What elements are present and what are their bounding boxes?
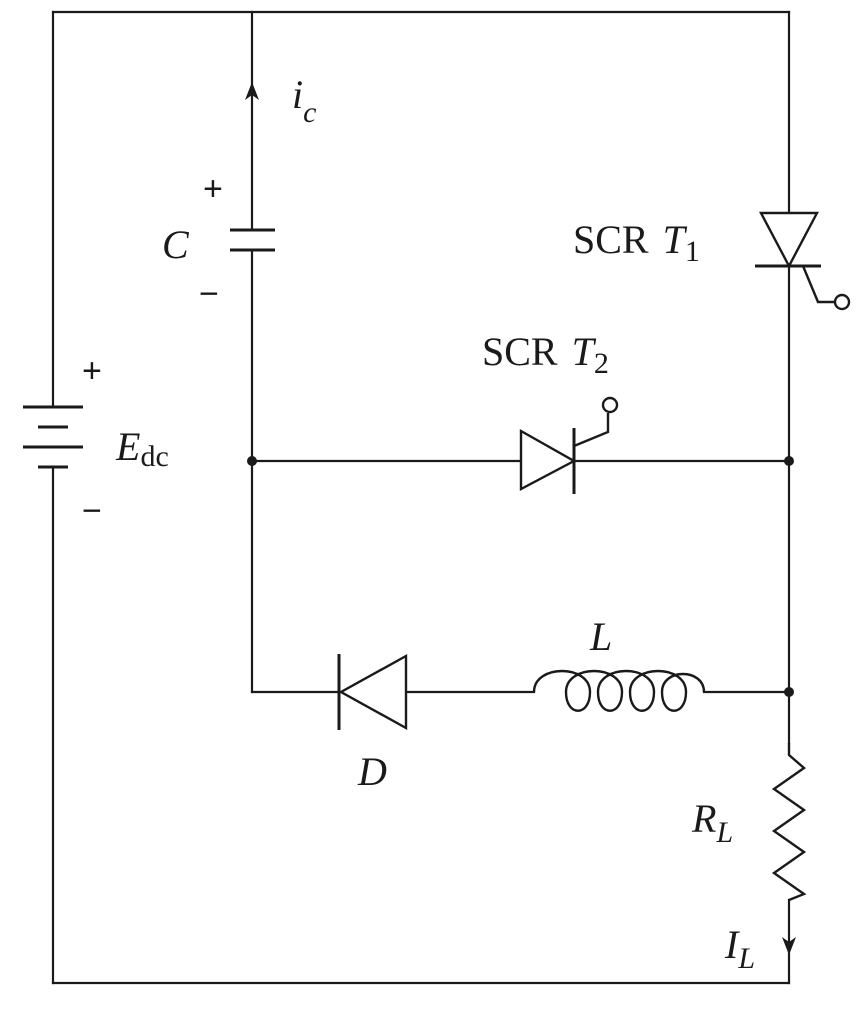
scr-t1-label-main: T	[663, 217, 688, 262]
diode	[337, 653, 408, 731]
scr-t1-gate-terminal[interactable]	[833, 293, 851, 311]
scr-t2	[519, 396, 619, 494]
current-label-ic-sub: c	[303, 96, 316, 129]
scr-t2-label-prefix: SCR	[482, 329, 558, 374]
load-current-label-sub: L	[737, 942, 755, 975]
capacitor	[230, 228, 275, 252]
source-minus-sign: −	[82, 492, 102, 530]
load-current-label-main: I	[724, 922, 740, 967]
scr-t2-label: SCR T2	[482, 329, 609, 380]
dc-source	[23, 405, 83, 469]
current-label-ic-main: i	[292, 72, 303, 117]
scr-t1	[755, 211, 851, 311]
junction-dot	[784, 456, 794, 466]
scr-t2-label-main: T	[572, 329, 597, 374]
capacitor-label: C	[162, 222, 190, 267]
capacitor-plus-sign: +	[203, 170, 223, 208]
scr-t2-body	[519, 428, 577, 491]
source-label-main: E	[115, 424, 140, 469]
scr-t1-label: SCR T1	[573, 217, 700, 268]
junction-dot	[247, 456, 257, 466]
inductor-label: L	[589, 614, 612, 659]
scr-t2-label-sub: 2	[594, 347, 609, 380]
load-current-label: IL	[724, 922, 755, 975]
inductor	[532, 669, 706, 712]
resistor-label-sub: L	[715, 816, 733, 849]
source-plus-sign: +	[82, 352, 102, 390]
resistor-label-main: R	[691, 796, 716, 841]
diode-label: D	[357, 749, 387, 794]
wires	[51, 10, 791, 985]
current-arrow-ic	[245, 82, 259, 100]
load-resistor	[771, 743, 807, 902]
scr-t1-label-sub: 1	[685, 235, 700, 268]
junction-dot	[784, 687, 794, 697]
source-label: Edc	[115, 424, 169, 473]
resistor-label: RL	[691, 796, 733, 849]
scr-t2-gate-terminal[interactable]	[601, 396, 619, 414]
scr-t1-body	[759, 211, 819, 269]
capacitor-minus-sign: −	[199, 275, 219, 313]
current-arrow-il	[782, 937, 796, 955]
source-label-sub: dc	[140, 440, 168, 473]
scr-t1-gate-lead	[801, 265, 835, 304]
current-label-ic: ic	[292, 72, 316, 129]
scr-t1-label-prefix: SCR	[573, 217, 649, 262]
scr-t2-gate-lead	[573, 413, 610, 448]
diode-body	[338, 653, 408, 731]
